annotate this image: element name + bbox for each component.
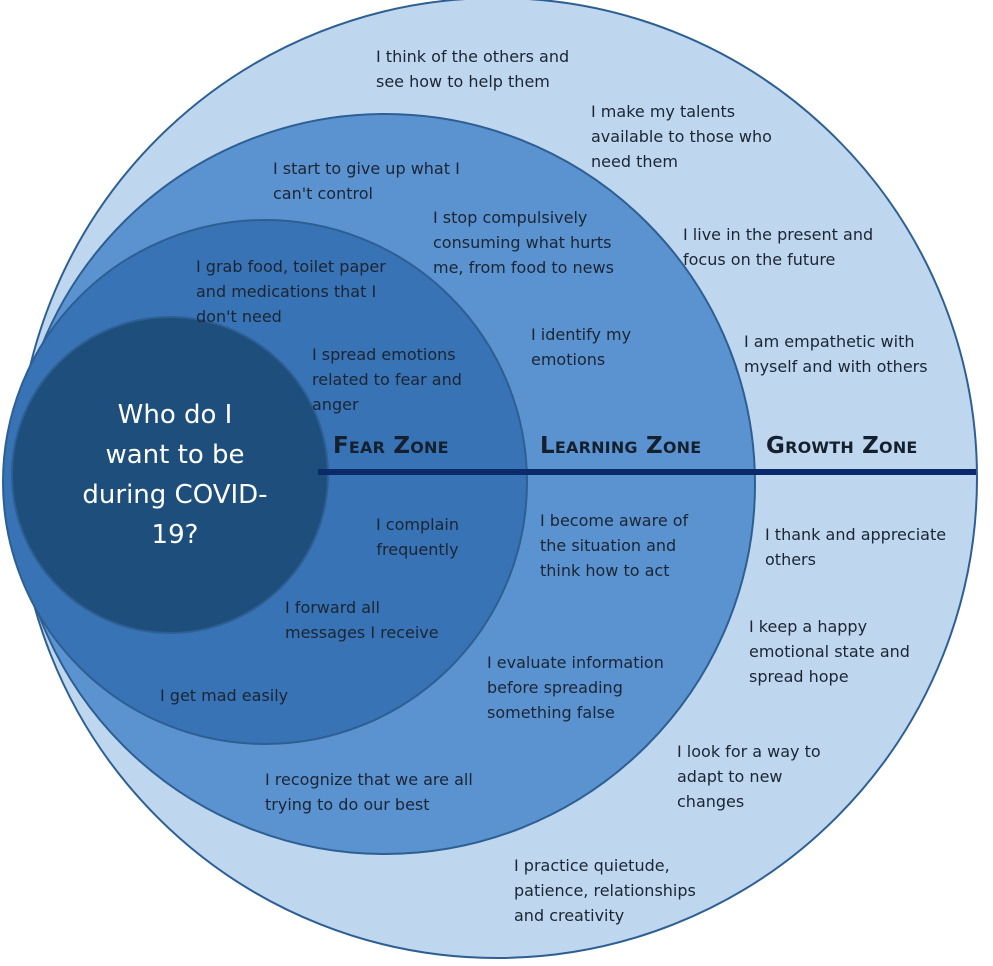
fear-item: I forward all messages I receive bbox=[285, 595, 439, 645]
growth-item: I keep a happy emotional state and sprea… bbox=[749, 614, 910, 689]
item-line: I become aware of bbox=[540, 511, 689, 530]
growth-item: I make my talents available to those who… bbox=[591, 99, 772, 174]
fear-item: I grab food, toilet paper and medication… bbox=[196, 254, 386, 329]
item-line: I keep a happy bbox=[749, 617, 868, 636]
learning-zone-title-text: Learning Zone bbox=[540, 433, 702, 459]
fear-item: I complain frequently bbox=[376, 512, 459, 562]
fear-item: I spread emotions related to fear and an… bbox=[312, 342, 462, 417]
item-line: something false bbox=[487, 703, 615, 722]
item-line: the situation and bbox=[540, 536, 677, 555]
item-line: anger bbox=[312, 395, 359, 414]
growth-item: I look for a way to adapt to new changes bbox=[677, 739, 821, 814]
item-line: I get mad easily bbox=[160, 686, 289, 705]
learning-item: I identify my emotions bbox=[531, 322, 631, 372]
growth-item: I am empathetic with myself and with oth… bbox=[744, 329, 928, 379]
learning-item: I evaluate information before spreading … bbox=[487, 650, 664, 725]
item-line: need them bbox=[591, 152, 678, 171]
item-line: I stop compulsively bbox=[433, 208, 588, 227]
learning-item: I become aware of the situation and thin… bbox=[540, 508, 688, 583]
item-line: I thank and appreciate bbox=[765, 525, 947, 544]
center-question-line: during COVID- bbox=[82, 480, 268, 510]
item-line: I look for a way to bbox=[677, 742, 821, 761]
growth-item: I thank and appreciate others bbox=[765, 522, 946, 572]
item-line: don't need bbox=[196, 307, 282, 326]
item-line: available to those who bbox=[591, 127, 772, 146]
fear-zone-title: Fear Zone bbox=[333, 433, 449, 459]
item-line: changes bbox=[677, 792, 745, 811]
item-line: patience, relationships bbox=[514, 881, 696, 900]
item-line: myself and with others bbox=[744, 357, 928, 376]
item-line: frequently bbox=[376, 540, 459, 559]
item-line: see how to help them bbox=[376, 72, 550, 91]
center-question-line: want to be bbox=[105, 440, 245, 470]
center-question-line: Who do I bbox=[117, 400, 233, 430]
item-line: I think of the others and bbox=[376, 47, 570, 66]
item-line: messages I receive bbox=[285, 623, 439, 642]
item-line: and medications that I bbox=[196, 282, 377, 301]
item-line: I recognize that we are all bbox=[265, 770, 473, 789]
item-line: before spreading bbox=[487, 678, 623, 697]
item-line: I identify my bbox=[531, 325, 632, 344]
item-line: I spread emotions bbox=[312, 345, 456, 364]
item-line: I practice quietude, bbox=[514, 856, 670, 875]
item-line: consuming what hurts bbox=[433, 233, 612, 252]
item-line: others bbox=[765, 550, 816, 569]
item-line: think how to act bbox=[540, 561, 670, 580]
item-line: trying to do our best bbox=[265, 795, 430, 814]
item-line: adapt to new bbox=[677, 767, 783, 786]
item-line: focus on the future bbox=[683, 250, 836, 269]
item-line: can't control bbox=[273, 184, 373, 203]
growth-zone-title: Growth Zone bbox=[766, 433, 918, 459]
center-question: Who do I want to be during COVID- 19? bbox=[40, 395, 310, 555]
item-line: I am empathetic with bbox=[744, 332, 915, 351]
item-line: I start to give up what I bbox=[273, 159, 460, 178]
learning-item: I recognize that we are all trying to do… bbox=[265, 767, 473, 817]
item-line: and creativity bbox=[514, 906, 625, 925]
learning-zone-title: Learning Zone bbox=[540, 433, 701, 459]
learning-item: I start to give up what I can't control bbox=[273, 156, 460, 206]
item-line: I live in the present and bbox=[683, 225, 874, 244]
fear-item: I get mad easily bbox=[160, 683, 288, 708]
item-line: I forward all bbox=[285, 598, 380, 617]
item-line: me, from food to news bbox=[433, 258, 614, 277]
center-question-line: 19? bbox=[151, 520, 199, 550]
item-line: related to fear and bbox=[312, 370, 462, 389]
item-line: emotional state and bbox=[749, 642, 910, 661]
item-line: I make my talents bbox=[591, 102, 736, 121]
item-line: I evaluate information bbox=[487, 653, 664, 672]
fear-zone-title-text: Fear Zone bbox=[333, 433, 449, 459]
growth-item: I live in the present and focus on the f… bbox=[683, 222, 873, 272]
growth-item: I think of the others and see how to hel… bbox=[376, 44, 569, 94]
learning-item: I stop compulsively consuming what hurts… bbox=[433, 205, 614, 280]
item-line: I grab food, toilet paper bbox=[196, 257, 386, 276]
growth-zone-title-text: Growth Zone bbox=[766, 433, 918, 459]
item-line: I complain bbox=[376, 515, 459, 534]
item-line: emotions bbox=[531, 350, 606, 369]
growth-item: I practice quietude, patience, relations… bbox=[514, 853, 696, 928]
item-line: spread hope bbox=[749, 667, 849, 686]
